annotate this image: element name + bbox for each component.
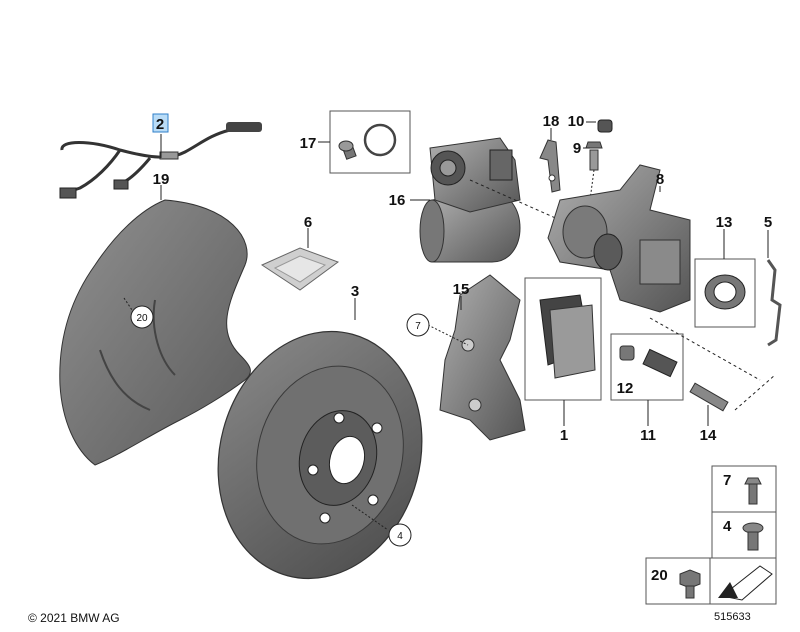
label-12: 12 [617, 380, 634, 397]
brake-disc[interactable] [191, 308, 449, 601]
label-2: 2 [156, 116, 164, 133]
cable-bracket[interactable] [539, 139, 561, 193]
label-17: 17 [300, 135, 317, 152]
legend-7: 7 [723, 472, 731, 489]
sealing-ring-bolt[interactable] [338, 123, 397, 160]
brake-pad-set[interactable] [539, 294, 596, 379]
label-19: 19 [153, 171, 170, 188]
label-11: 11 [640, 427, 656, 444]
brake-caliper[interactable] [547, 164, 691, 313]
carrier-bolt-line [427, 324, 469, 346]
pin-guide-line [734, 374, 776, 411]
copyright-text: © 2021 BMW AG [28, 611, 120, 625]
fastener-legend: 7 4 20 [645, 465, 777, 605]
bleeder-valve[interactable] [585, 141, 603, 171]
anti-rattle-spring[interactable] [766, 259, 782, 347]
bolt-20-icon [679, 569, 701, 599]
motor-axis-line [469, 179, 561, 221]
legend-20: 20 [651, 567, 668, 584]
guide-pin[interactable] [689, 382, 729, 412]
label-8: 8 [656, 171, 664, 188]
wear-sensor-cable[interactable] [59, 122, 262, 199]
box-1 [524, 277, 602, 401]
label-16: 16 [389, 192, 406, 209]
highlight-box [152, 113, 169, 133]
leader-lines [160, 121, 769, 426]
grease-packet[interactable] [260, 247, 340, 291]
label-15: 15 [453, 281, 470, 298]
callout-20: 20 [136, 313, 148, 324]
part-labels: 2 19 6 3 17 16 18 10 9 8 13 5 15 1 12 11… [153, 113, 773, 444]
label-18: 18 [543, 113, 560, 130]
diagram-reference-number: 515633 [714, 611, 751, 623]
shield-bolt-line [123, 297, 133, 311]
label-14: 14 [700, 427, 717, 444]
box-13 [694, 258, 756, 328]
piston-seal-kit[interactable] [704, 274, 746, 310]
label-1: 1 [560, 427, 568, 444]
callout-7: 7 [415, 321, 421, 332]
dust-cap[interactable] [597, 119, 613, 133]
callout-4: 4 [397, 531, 403, 542]
screw-4-icon [742, 522, 764, 551]
brake-shield[interactable] [59, 199, 251, 466]
legend-4: 4 [723, 518, 732, 535]
label-9: 9 [573, 140, 581, 157]
label-13: 13 [716, 214, 733, 231]
direction-arrow-icon [718, 565, 773, 601]
label-6: 6 [304, 214, 312, 231]
label-3: 3 [351, 283, 359, 300]
bolt-7-icon [744, 477, 762, 505]
disc-screw-line [351, 504, 389, 531]
circled-callouts: 20 7 4 [130, 305, 430, 547]
label-5: 5 [764, 214, 772, 231]
parking-brake-motor[interactable] [419, 137, 521, 263]
caliper-carrier[interactable] [439, 274, 526, 441]
guide-sleeve-kit[interactable] [619, 345, 678, 378]
label-10: 10 [568, 113, 585, 130]
box-11 [610, 333, 684, 401]
